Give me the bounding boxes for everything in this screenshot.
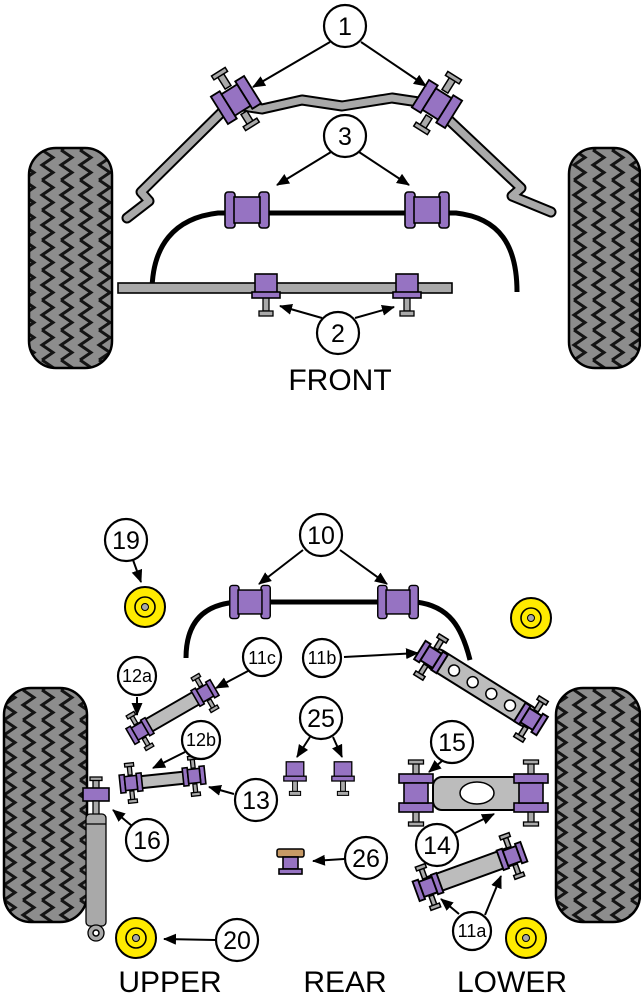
rear-section: 19 10 11c 11b 12a 12b 25 15 bbox=[2, 512, 641, 999]
arrow-2-right bbox=[354, 304, 395, 319]
svg-text:12a: 12a bbox=[122, 666, 153, 686]
callout-26: 26 bbox=[343, 835, 389, 881]
tire-front-right bbox=[567, 146, 641, 370]
bushing-12b bbox=[117, 761, 145, 805]
bushing-3-right bbox=[404, 191, 450, 229]
front-lower-bar bbox=[117, 282, 453, 294]
bump-stop bbox=[276, 848, 305, 875]
callout-19: 19 bbox=[103, 517, 149, 563]
rear-label: REAR bbox=[303, 966, 386, 999]
svg-text:20: 20 bbox=[223, 927, 251, 955]
callout-3: 3 bbox=[322, 113, 368, 159]
yellow-bushing-lower-right bbox=[505, 917, 547, 959]
bushing-14 bbox=[513, 759, 549, 827]
front-sway-bar bbox=[149, 210, 520, 293]
callout-14: 14 bbox=[414, 822, 460, 868]
shock-absorber bbox=[82, 776, 110, 942]
arrow-11b bbox=[343, 648, 419, 660]
bushing-13 bbox=[180, 754, 208, 798]
bushing-25-left bbox=[283, 761, 307, 797]
arrow-25-right bbox=[332, 736, 343, 758]
bushing-2-left bbox=[251, 273, 281, 317]
bushing-2-right bbox=[392, 273, 422, 317]
svg-text:19: 19 bbox=[112, 527, 140, 555]
arrow-1-right bbox=[360, 41, 427, 87]
svg-text:26: 26 bbox=[352, 845, 380, 873]
svg-text:10: 10 bbox=[307, 522, 335, 550]
arrow-11a-right bbox=[484, 875, 502, 916]
callout-12a: 12a bbox=[116, 655, 158, 697]
arrow-11c bbox=[215, 670, 249, 689]
yellow-bushing-upper-right bbox=[510, 597, 552, 639]
svg-text:25: 25 bbox=[307, 705, 335, 733]
arrow-13 bbox=[208, 784, 235, 796]
svg-text:1: 1 bbox=[338, 13, 352, 41]
arrow-11a-left bbox=[440, 898, 460, 915]
front-section: 1 3 2 FRONT bbox=[27, 3, 641, 397]
diff-mount-assembly bbox=[398, 759, 549, 827]
callout-13: 13 bbox=[233, 777, 279, 823]
arrow-19 bbox=[131, 559, 143, 583]
svg-text:11c: 11c bbox=[248, 648, 276, 668]
callout-25: 25 bbox=[298, 695, 344, 741]
arrow-15 bbox=[428, 760, 443, 773]
svg-text:2: 2 bbox=[331, 320, 345, 348]
arrow-12b bbox=[152, 751, 186, 769]
yellow-bushing-19 bbox=[124, 586, 166, 628]
arrow-20 bbox=[163, 933, 216, 945]
tire-rear-right bbox=[554, 686, 641, 924]
callout-16: 16 bbox=[124, 817, 170, 863]
callout-12b: 12b bbox=[180, 719, 222, 761]
bushing-3-left bbox=[224, 191, 270, 229]
bushing-11a-left bbox=[407, 860, 449, 914]
svg-text:3: 3 bbox=[338, 123, 352, 151]
yellow-bushing-20 bbox=[115, 917, 157, 959]
tire-rear-left bbox=[2, 686, 89, 924]
svg-text:13: 13 bbox=[242, 787, 270, 815]
svg-text:15: 15 bbox=[438, 729, 466, 757]
arrow-2-left bbox=[279, 304, 323, 319]
arrow-3-right bbox=[358, 151, 410, 186]
arrow-25-left bbox=[296, 736, 311, 758]
svg-text:16: 16 bbox=[133, 827, 161, 855]
svg-text:12b: 12b bbox=[186, 730, 216, 750]
callout-11a: 11a bbox=[451, 910, 493, 952]
bushing-11a-right bbox=[491, 829, 533, 883]
svg-text:14: 14 bbox=[423, 832, 451, 860]
arrow-26 bbox=[312, 854, 345, 866]
bushing-10-right bbox=[377, 584, 419, 620]
callout-15: 15 bbox=[429, 719, 475, 765]
callout-20: 20 bbox=[214, 917, 260, 963]
front-upper-bar bbox=[123, 94, 555, 222]
tire-front-left bbox=[27, 146, 114, 370]
front-label: FRONT bbox=[288, 364, 391, 397]
arrow-1-left bbox=[252, 41, 331, 88]
arrow-10-right bbox=[339, 549, 388, 585]
callout-11c: 11c bbox=[241, 636, 283, 678]
callout-10: 10 bbox=[298, 512, 344, 558]
upper-label: UPPER bbox=[118, 966, 221, 999]
callout-2: 2 bbox=[315, 310, 361, 356]
arrow-3-left bbox=[276, 151, 332, 186]
bushing-10-left bbox=[229, 584, 271, 620]
svg-text:11a: 11a bbox=[458, 921, 488, 941]
bushing-25-right bbox=[331, 761, 355, 797]
arrow-16 bbox=[112, 809, 133, 827]
callout-1: 1 bbox=[322, 3, 368, 49]
rear-sway-bar bbox=[183, 599, 473, 661]
arrow-14 bbox=[454, 813, 495, 834]
svg-text:11b: 11b bbox=[308, 648, 337, 668]
bushing-15 bbox=[398, 759, 434, 827]
lower-label: LOWER bbox=[457, 966, 567, 999]
arrow-10-left bbox=[258, 549, 304, 585]
callout-11b: 11b bbox=[301, 637, 343, 679]
